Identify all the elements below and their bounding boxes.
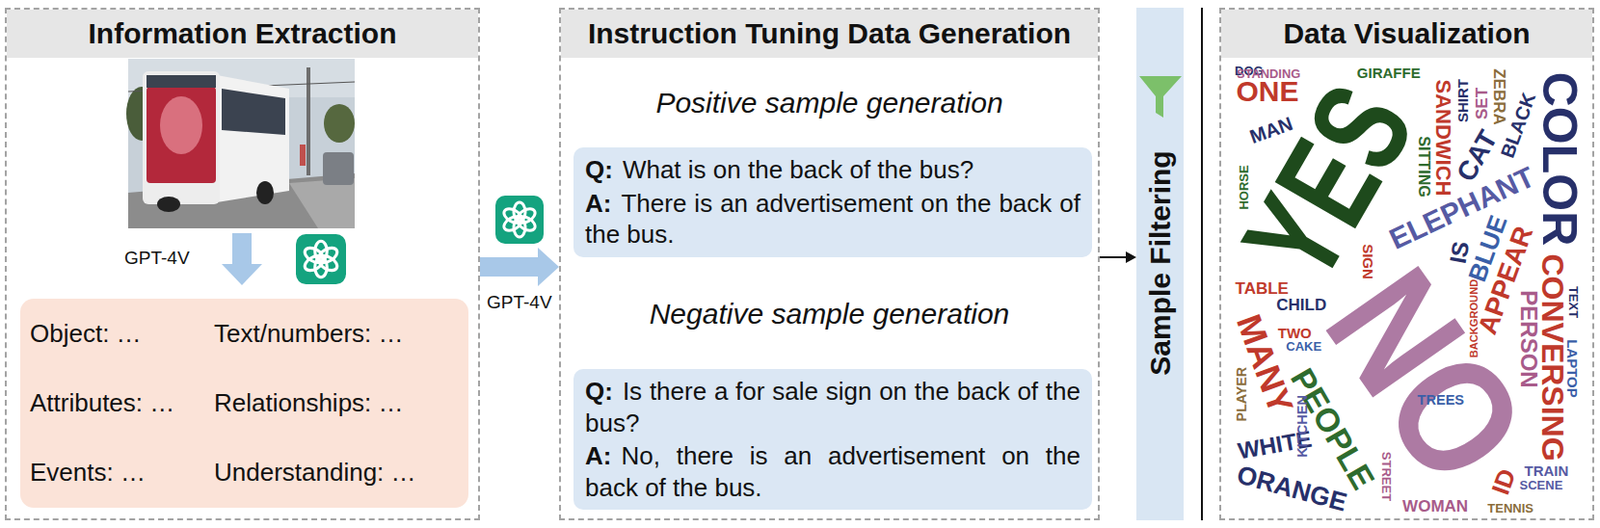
word-cloud-word: GIRAFFE: [1357, 65, 1421, 80]
panel-title: Data Visualization: [1221, 9, 1593, 58]
word-cloud-word: SIGN: [1360, 243, 1376, 280]
field-label: Relationships: …: [213, 388, 459, 419]
field-label: Text/numbers: …: [213, 319, 459, 349]
word-cloud-word: BACKGROUND: [1468, 278, 1480, 358]
word-cloud-word: ORANGE: [1234, 462, 1351, 517]
panel: Information ExtractionObject: …Text/numb…: [4, 7, 480, 521]
wheel: [157, 196, 181, 213]
word-cloud-word: TRAIN: [1523, 463, 1569, 479]
edge-label: GPT-4V: [485, 293, 554, 314]
word-cloud-word: CAKE: [1285, 340, 1322, 353]
panel-title: Instruction Tuning Data Generation: [560, 9, 1098, 58]
gpt-logo: [495, 195, 544, 244]
word-cloud-word: ONE: [1236, 77, 1300, 107]
band-label: Sample Filtering: [1144, 150, 1177, 375]
word-cloud-word: IS: [1445, 240, 1473, 267]
block-arrow: [480, 247, 560, 287]
qa-line: Q:Is there a for sale sign on the back o…: [585, 375, 1081, 439]
section-heading: Negative sample generation: [560, 297, 1098, 331]
word-cloud-word: TEXT: [1567, 286, 1580, 319]
road: [128, 173, 355, 229]
section-heading: Positive sample generation: [560, 86, 1098, 120]
qa-key: A:: [585, 188, 612, 218]
sidewalk: [289, 178, 355, 229]
word-cloud-word: STREET: [1381, 452, 1394, 502]
word-cloud-word: WOMAN: [1402, 498, 1468, 515]
separator-line: [1200, 7, 1203, 521]
sky-top: [128, 58, 355, 98]
rear-window: [146, 75, 216, 88]
pole: [306, 67, 311, 176]
word-cloud-word: TABLE: [1235, 280, 1289, 297]
qa-box: Q:Is there a for sale sign on the back o…: [573, 369, 1093, 510]
field-label: Object: …: [29, 319, 214, 349]
bus-photo: [126, 58, 355, 229]
tree: [126, 86, 158, 141]
word-cloud-word: PLAYER: [1234, 367, 1249, 423]
info-box: Object: …Text/numbers: … Attributes: …Rel…: [20, 298, 469, 508]
qa-line: Q: What is on the back of the bus?: [585, 154, 1081, 187]
flow-arrow: [480, 247, 560, 287]
flow-arrow: [1099, 251, 1137, 264]
bus-mural: [146, 86, 216, 184]
word-cloud-word: TWO: [1278, 325, 1312, 341]
qa-text: No, there is an advertisement on the bac…: [585, 441, 1081, 503]
bus-side: [216, 75, 290, 203]
word-cloud-word: CHILD: [1276, 296, 1327, 314]
car: [322, 152, 354, 186]
field-label: Attributes: …: [29, 388, 214, 419]
pedestrian: [299, 144, 306, 166]
word-cloud-word: ZEBRA: [1491, 68, 1508, 126]
panel-title: Information Extraction: [6, 9, 479, 58]
qa-line: A:There is an advertisement on the back …: [585, 187, 1081, 251]
qa-line: A:No, there is an advertisement on the b…: [585, 440, 1081, 504]
annotation-label: GPT-4V: [124, 248, 190, 269]
qa-text: There is an advertisement on the back of…: [585, 188, 1081, 250]
qa-text: Is there a for sale sign on the back of …: [585, 376, 1081, 438]
word-cloud-word: ID: [1487, 465, 1520, 498]
arrow-head: [1125, 251, 1137, 264]
word-cloud-word: STANDING: [1236, 68, 1301, 81]
word-cloud-word: TREES: [1417, 393, 1466, 408]
bus-windows: [221, 88, 286, 135]
mural-highlight: [160, 96, 203, 155]
word-cloud-word: CONVERSING: [1537, 254, 1569, 462]
bus-rear: [142, 71, 220, 205]
field-label: Events: …: [29, 457, 214, 488]
word-cloud-word: SHIRT: [1455, 79, 1470, 123]
word-cloud-word: HORSE: [1236, 165, 1250, 211]
panel: Instruction Tuning Data GenerationPositi…: [559, 7, 1100, 521]
word-cloud-word: SET: [1473, 87, 1491, 120]
word-cloud-word: PERSON: [1517, 291, 1541, 389]
tree: [323, 104, 355, 143]
qa-box: Q:What is on the back of the bus?A:There…: [573, 147, 1093, 258]
wheel: [256, 181, 274, 205]
word-cloud-word: TENNIS: [1487, 502, 1534, 515]
down-arrow: [221, 233, 263, 286]
qa-key: A:: [585, 441, 612, 471]
word-cloud-word: KITCHEN: [1295, 394, 1310, 457]
word-cloud-word: COLOR: [1535, 72, 1584, 247]
qa-text: What is on the back of the bus?: [622, 155, 974, 185]
field-label: Understanding: …: [213, 457, 459, 488]
word-cloud-word: SITTING: [1415, 136, 1432, 199]
sky: [128, 58, 355, 229]
wire: [128, 81, 355, 92]
word-cloud-word: SCENE: [1520, 479, 1564, 492]
qa-key: Q:: [585, 155, 614, 185]
filter-band: Sample Filtering: [1136, 7, 1184, 521]
qa-key: Q:: [585, 376, 614, 406]
gpt-logo: [295, 234, 347, 285]
arrow-line: [1099, 256, 1127, 259]
word-cloud-word: SANDWICH: [1431, 80, 1453, 197]
word-cloud-word: LAPTOP: [1565, 339, 1580, 399]
